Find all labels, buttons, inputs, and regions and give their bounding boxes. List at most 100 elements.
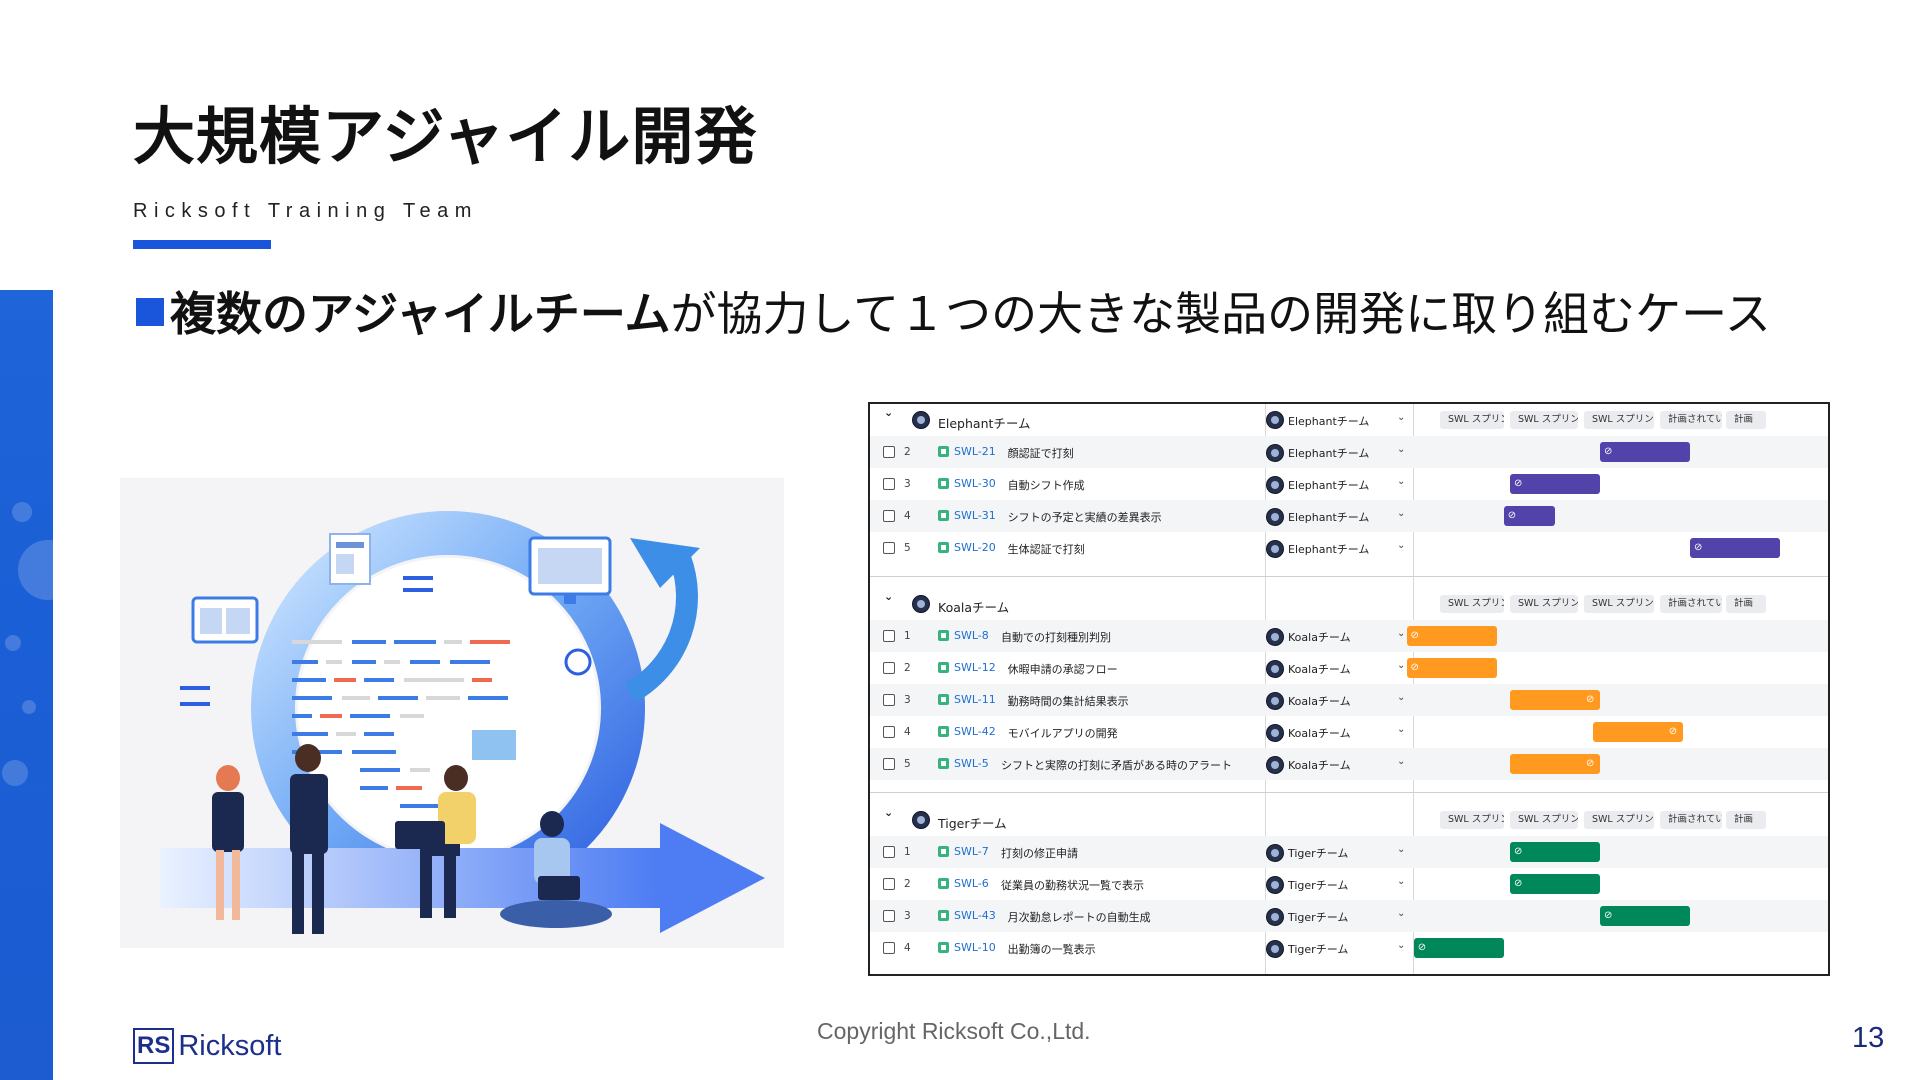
timeline-bar[interactable]: ⊘ [1413,938,1504,958]
chevron-down-icon[interactable]: ⌄ [1397,692,1406,703]
issue-key-link[interactable]: SWL-20 [954,541,996,554]
issue-summary[interactable]: 従業員の勤務状況一覧で表示 [1001,879,1144,892]
issue-key-link[interactable]: SWL-8 [954,629,989,642]
issue-key-link[interactable]: SWL-11 [954,693,996,706]
team-field[interactable]: Tigerチーム [1288,943,1349,956]
issue-key-link[interactable]: SWL-6 [954,877,989,890]
row-checkbox[interactable] [883,630,895,642]
timeline-bar[interactable]: ⊘ [1406,626,1497,646]
team-field[interactable]: Elephantチーム [1288,543,1370,556]
issue-summary[interactable]: シフトと実際の打刻に矛盾がある時のアラート [1001,759,1232,772]
team-field[interactable]: Koalaチーム [1288,727,1351,740]
team-field[interactable]: Tigerチーム [1288,879,1349,892]
chevron-down-icon[interactable]: ⌄ [1397,940,1406,951]
timeline-bar[interactable]: ⊘ [1690,538,1780,558]
team-field[interactable]: Elephantチーム [1288,511,1370,524]
issue-key-link[interactable]: SWL-10 [954,941,996,954]
timeline-bar[interactable]: ⊘ [1510,754,1600,774]
team-field[interactable]: Tigerチーム [1288,847,1349,860]
chevron-down-icon[interactable]: ⌄ [1397,628,1406,639]
chevron-down-icon[interactable]: ⌄ [1397,756,1406,767]
timeline-bar[interactable]: ⊘ [1510,690,1600,710]
issue-key-link[interactable]: SWL-7 [954,845,989,858]
row-checkbox[interactable] [883,878,895,890]
issue-summary[interactable]: 出勤簿の一覧表示 [1007,943,1096,956]
row-checkbox[interactable] [883,542,895,554]
row-checkbox[interactable] [883,446,895,458]
timeline-bar[interactable]: ⊘ [1510,842,1600,862]
team-field[interactable]: Koalaチーム [1288,759,1351,772]
team-field[interactable]: Elephantチーム [1288,447,1370,460]
team-field[interactable]: Elephantチーム [1288,479,1370,492]
team-field[interactable]: Koalaチーム [1288,663,1351,676]
issue-key-link[interactable]: SWL-43 [954,909,996,922]
team-field[interactable]: Koalaチーム [1288,695,1351,708]
row-checkbox[interactable] [883,694,895,706]
timeline-bar[interactable]: ⊘ [1510,874,1600,894]
issue-summary[interactable]: 自動シフト作成 [1007,479,1085,492]
chevron-down-icon[interactable]: ⌄ [1397,476,1406,487]
issue-key-link[interactable]: SWL-31 [954,509,996,522]
issue-summary[interactable]: シフトの予定と実績の差異表示 [1007,511,1162,524]
timeline-bar[interactable]: ⊘ [1510,474,1600,494]
issue-summary[interactable]: モバイルアプリの開発 [1007,727,1118,740]
issue-key-link[interactable]: SWL-42 [954,725,996,738]
row-checkbox[interactable] [883,942,895,954]
issue-summary[interactable]: 月次勤怠レポートの自動生成 [1007,911,1151,924]
timeline-bar[interactable]: ⊘ [1592,722,1683,742]
chevron-down-icon[interactable]: ⌄ [1397,876,1406,887]
chevron-down-icon[interactable]: ⌄ [1397,412,1406,423]
chevron-down-icon[interactable]: ⌄ [1397,908,1406,919]
issue-summary[interactable]: 自動での打刻種別判別 [1001,631,1111,644]
chevron-down-icon[interactable]: ⌄ [1397,508,1406,519]
team-field[interactable]: Elephantチーム [1288,415,1370,428]
chevron-down-icon[interactable]: ⌄ [1397,724,1406,735]
team-field[interactable]: Koalaチーム [1288,631,1351,644]
issue-summary[interactable]: 打刻の修正申請 [1001,847,1078,860]
row-checkbox[interactable] [883,726,895,738]
row-checkbox[interactable] [883,478,895,490]
chevron-down-icon[interactable]: ⌄ [1397,660,1406,671]
chevron-down-icon[interactable]: ⌄ [1397,540,1406,551]
timeline-bar[interactable]: ⊘ [1406,658,1497,678]
team-field[interactable]: Tigerチーム [1288,911,1349,924]
timeline-bar[interactable]: ⊘ [1600,442,1690,462]
row-checkbox[interactable] [883,510,895,522]
row-checkbox[interactable] [883,662,895,674]
chevron-down-icon[interactable]: ⌄ [884,406,894,419]
issue-summary[interactable]: 顔認証で打刻 [1007,447,1074,460]
timeline-bar[interactable]: ⊘ [1503,506,1555,526]
issue-key-link[interactable]: SWL-21 [954,445,996,458]
row-checkbox[interactable] [883,910,895,922]
chevron-down-icon[interactable]: ⌄ [1397,844,1406,855]
timeline-bar[interactable]: ⊘ [1600,906,1690,926]
chevron-down-icon[interactable]: ⌄ [884,590,894,603]
issue-summary[interactable]: 勤務時間の集計結果表示 [1007,695,1129,708]
issue-summary[interactable]: 生体認証で打刻 [1007,543,1085,556]
issue-key-link[interactable]: SWL-12 [954,661,996,674]
row-checkbox[interactable] [883,758,895,770]
issue-summary[interactable]: 休暇申請の承認フロー [1007,663,1118,676]
chevron-down-icon[interactable]: ⌄ [1397,444,1406,455]
chevron-down-icon[interactable]: ⌄ [884,806,894,819]
link-icon: ⊘ [1507,510,1517,521]
row-checkbox[interactable] [883,846,895,858]
issue-key-link[interactable]: SWL-5 [954,757,989,770]
issue-key-link[interactable]: SWL-30 [954,477,996,490]
